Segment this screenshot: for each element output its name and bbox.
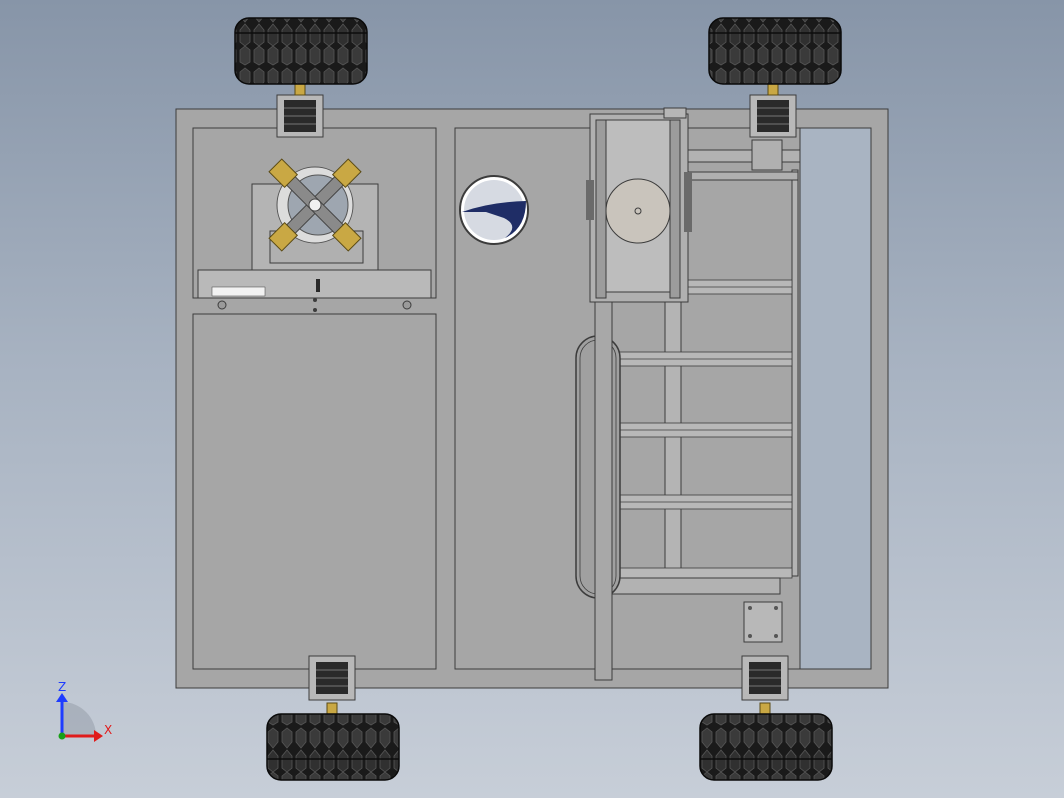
- wheel-rear-left[interactable]: [266, 713, 400, 781]
- z-axis-label: Z: [58, 680, 66, 694]
- reference-triad: Z X: [56, 680, 112, 742]
- lift-module[interactable]: [586, 107, 692, 303]
- motor-front-left[interactable]: [276, 83, 324, 138]
- four-jaw-chuck-icon: [268, 158, 362, 252]
- belt-track[interactable]: [575, 299, 621, 681]
- wheel-front-left[interactable]: [234, 17, 368, 85]
- wheel-rear-right[interactable]: [699, 713, 833, 781]
- blue-wave-logo-icon: [459, 175, 529, 245]
- battery-panel: [192, 313, 437, 670]
- x-axis-label: X: [104, 723, 112, 737]
- gripper-assembly[interactable]: [197, 126, 432, 312]
- motor-rear-right[interactable]: [741, 655, 789, 715]
- motor-front-right[interactable]: [749, 83, 797, 171]
- y-axis-icon: [58, 732, 66, 740]
- wheel-front-right[interactable]: [708, 17, 842, 85]
- motor-rear-left[interactable]: [308, 655, 356, 715]
